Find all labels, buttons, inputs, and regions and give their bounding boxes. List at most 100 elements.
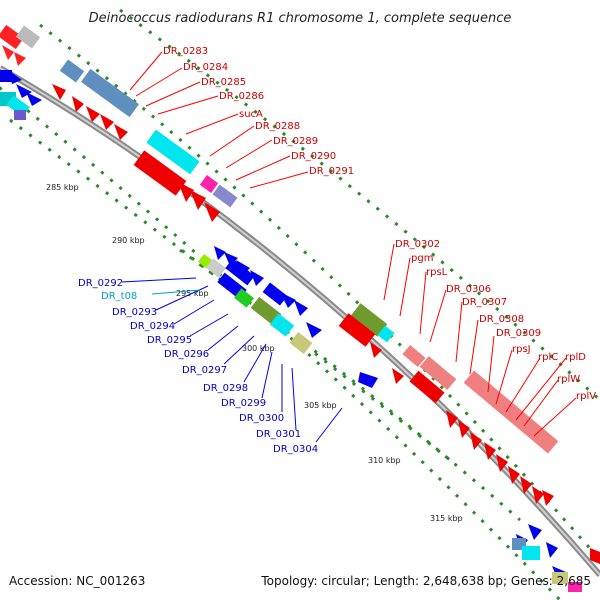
gene-feature <box>59 59 85 83</box>
kbp-label: 285 kbp <box>46 183 79 192</box>
gene-feature <box>522 546 540 560</box>
gene-feature <box>350 303 388 337</box>
gene-label: DR_0306 <box>446 284 491 295</box>
gene-feature <box>294 300 308 316</box>
gene-feature <box>2 45 14 60</box>
gene-feature <box>81 68 139 118</box>
gene-feature <box>86 106 100 122</box>
gene-label: DR_0283 <box>163 46 208 57</box>
gene-feature <box>458 420 470 438</box>
gene-feature <box>234 288 254 308</box>
accession-text: Accession: NC_001263 <box>9 574 145 588</box>
gene-feature <box>419 356 457 390</box>
gene-feature <box>568 582 582 592</box>
gene-feature <box>72 96 84 112</box>
forward-strand-genes <box>0 24 600 592</box>
gene-feature <box>14 52 26 66</box>
gene-feature <box>470 432 482 450</box>
gene-label: rplW <box>557 374 580 385</box>
gene-label: DR_0308 <box>479 314 524 325</box>
scale-labels: 285 kbp 290 kbp 295 kbp 300 kbp 305 kbp … <box>46 183 463 523</box>
gene-label: pgm <box>411 253 433 264</box>
gene-label: DR_0304 <box>273 444 318 455</box>
gene-feature <box>52 84 66 100</box>
kbp-label: 300 kbp <box>242 344 275 353</box>
gene-feature <box>377 325 395 343</box>
kbp-label: 315 kbp <box>430 514 463 523</box>
gene-feature <box>26 92 42 106</box>
gene-feature <box>225 258 255 286</box>
gene-feature <box>197 253 213 269</box>
gene-feature <box>190 190 206 210</box>
gene-label: DR_0297 <box>182 365 227 376</box>
gene-label: DR_0285 <box>201 77 246 88</box>
trna-label: DR_t08 <box>101 291 137 302</box>
gene-feature <box>370 342 382 358</box>
gene-label: DR_0288 <box>255 121 300 132</box>
gene-label: DR_0294 <box>130 321 175 332</box>
gene-label: DR_0300 <box>239 413 284 424</box>
gene-feature <box>590 548 600 564</box>
gene-feature <box>14 110 26 120</box>
gene-feature <box>250 296 282 326</box>
gene-feature <box>289 331 313 355</box>
gene-feature <box>532 486 544 504</box>
map-title: Deinococcus radiodurans R1 chromosome 1,… <box>89 11 512 26</box>
reverse-strand-genes <box>0 70 568 584</box>
gene-label: DR_0289 <box>273 136 318 147</box>
gene-feature <box>280 292 296 308</box>
gene-feature <box>409 370 445 404</box>
kbp-label: 305 kbp <box>304 401 337 410</box>
gene-feature <box>224 252 238 266</box>
gene-feature <box>15 25 41 49</box>
gene-feature <box>204 202 220 222</box>
gene-feature <box>199 175 219 193</box>
gene-feature <box>508 466 520 484</box>
gene-feature <box>250 270 264 286</box>
kbp-label: 310 kbp <box>368 456 401 465</box>
gene-label: DR_0298 <box>203 383 248 394</box>
gene-feature <box>552 572 568 584</box>
gene-feature <box>114 124 128 140</box>
gene-label: DR_0309 <box>496 328 541 339</box>
gene-label: DR_0301 <box>256 429 301 440</box>
gene-label: rplV <box>576 391 596 402</box>
gene-label: DR_0290 <box>291 151 336 162</box>
gene-feature <box>484 442 496 460</box>
gene-label: DR_0292 <box>78 278 123 289</box>
gene-label: DR_0286 <box>219 91 264 102</box>
forward-label-leaders <box>129 51 577 437</box>
gene-feature <box>146 129 200 175</box>
gene-feature <box>269 313 295 337</box>
gene-feature <box>358 372 378 388</box>
gene-label: DR_0296 <box>164 349 209 360</box>
gene-feature <box>212 184 238 208</box>
gene-label: DR_0302 <box>395 239 440 250</box>
gene-feature <box>392 368 404 384</box>
gene-feature <box>338 313 376 347</box>
gene-label: rplD <box>565 352 586 363</box>
gene-feature <box>262 282 288 306</box>
topology-summary: Topology: circular; Length: 2,648,638 bp… <box>260 574 591 588</box>
gene-label: DR_0284 <box>183 62 228 73</box>
gene-feature <box>446 410 458 428</box>
reverse-gene-labels: DR_0292 DR_t08 DR_0293 DR_0294 DR_0295 D… <box>78 278 318 455</box>
gene-feature <box>402 344 426 368</box>
gene-feature <box>8 70 22 84</box>
chromosome-backbone <box>0 65 600 577</box>
gene-feature <box>463 370 559 454</box>
gene-label: DR_0307 <box>462 297 507 308</box>
forward-gene-labels: DR_0283 DR_0284 DR_0285 DR_0286 sucA DR_… <box>163 46 596 402</box>
gene-label: rplC <box>538 352 558 363</box>
gene-feature <box>100 114 114 130</box>
gene-label: rpsL <box>426 267 448 278</box>
gene-label: DR_0291 <box>309 166 354 177</box>
gene-feature <box>306 322 322 338</box>
gene-feature <box>528 524 542 540</box>
gene-label: DR_0299 <box>221 398 266 409</box>
gene-feature <box>496 454 508 472</box>
gene-feature <box>520 476 532 494</box>
gene-feature <box>133 150 187 196</box>
gene-feature <box>0 24 25 50</box>
